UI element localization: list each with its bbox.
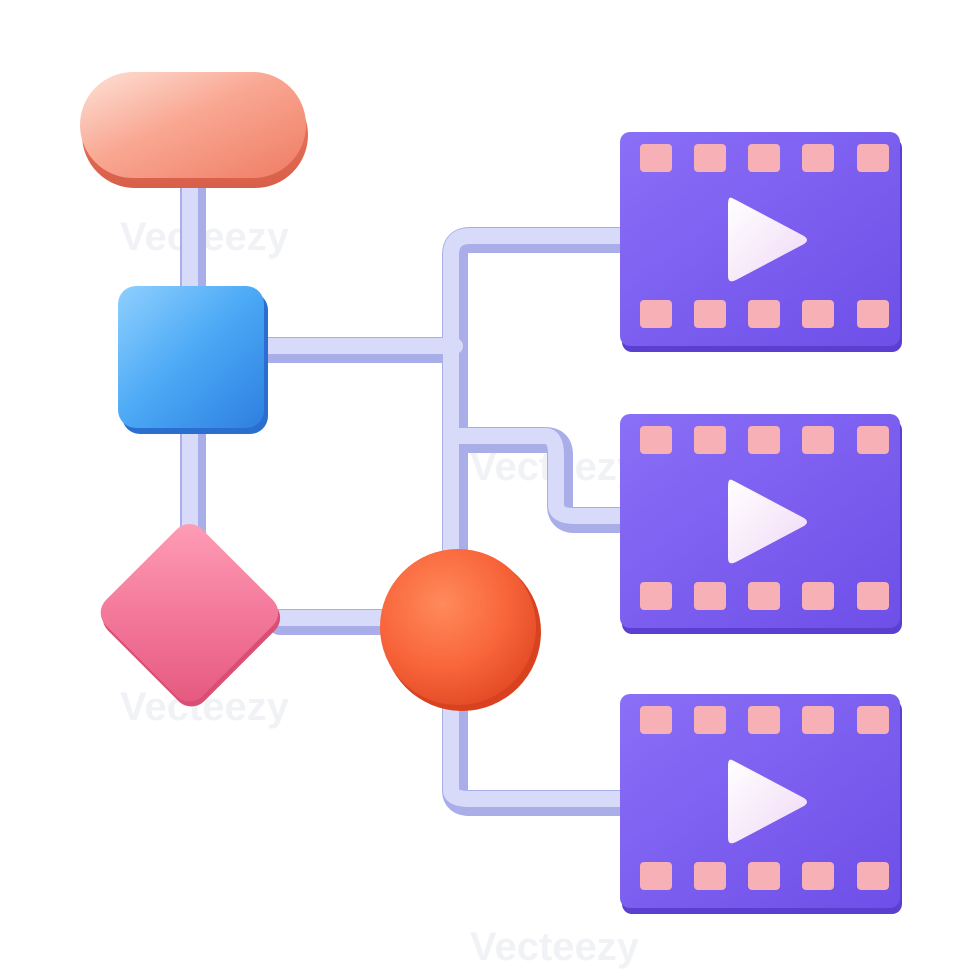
film-hole	[857, 144, 889, 172]
film-hole	[694, 706, 726, 734]
film-hole	[857, 582, 889, 610]
film-hole	[802, 862, 834, 890]
film-hole	[640, 300, 672, 328]
film-hole	[857, 426, 889, 454]
terminator-shape	[80, 72, 308, 188]
film-hole	[694, 862, 726, 890]
film-hole	[748, 300, 780, 328]
film-hole	[640, 862, 672, 890]
film-hole	[748, 582, 780, 610]
film-hole	[694, 300, 726, 328]
film-hole	[857, 300, 889, 328]
film-hole	[640, 426, 672, 454]
video-output-2	[620, 414, 902, 634]
video-output-3	[620, 694, 902, 914]
film-hole	[802, 706, 834, 734]
film-hole	[802, 426, 834, 454]
film-hole	[748, 426, 780, 454]
film-hole	[857, 706, 889, 734]
film-hole	[802, 144, 834, 172]
video-outputs	[620, 132, 902, 914]
film-hole	[802, 300, 834, 328]
connector-circle	[380, 549, 541, 711]
watermark-text: Vecteezy	[470, 925, 640, 969]
film-hole	[748, 144, 780, 172]
film-hole	[694, 426, 726, 454]
film-hole	[694, 144, 726, 172]
video-output-1	[620, 132, 902, 352]
film-hole	[640, 144, 672, 172]
film-hole	[748, 706, 780, 734]
film-hole	[694, 582, 726, 610]
process-shape	[118, 286, 268, 434]
film-hole	[802, 582, 834, 610]
film-hole	[640, 706, 672, 734]
film-hole	[640, 582, 672, 610]
film-hole	[748, 862, 780, 890]
film-hole	[857, 862, 889, 890]
